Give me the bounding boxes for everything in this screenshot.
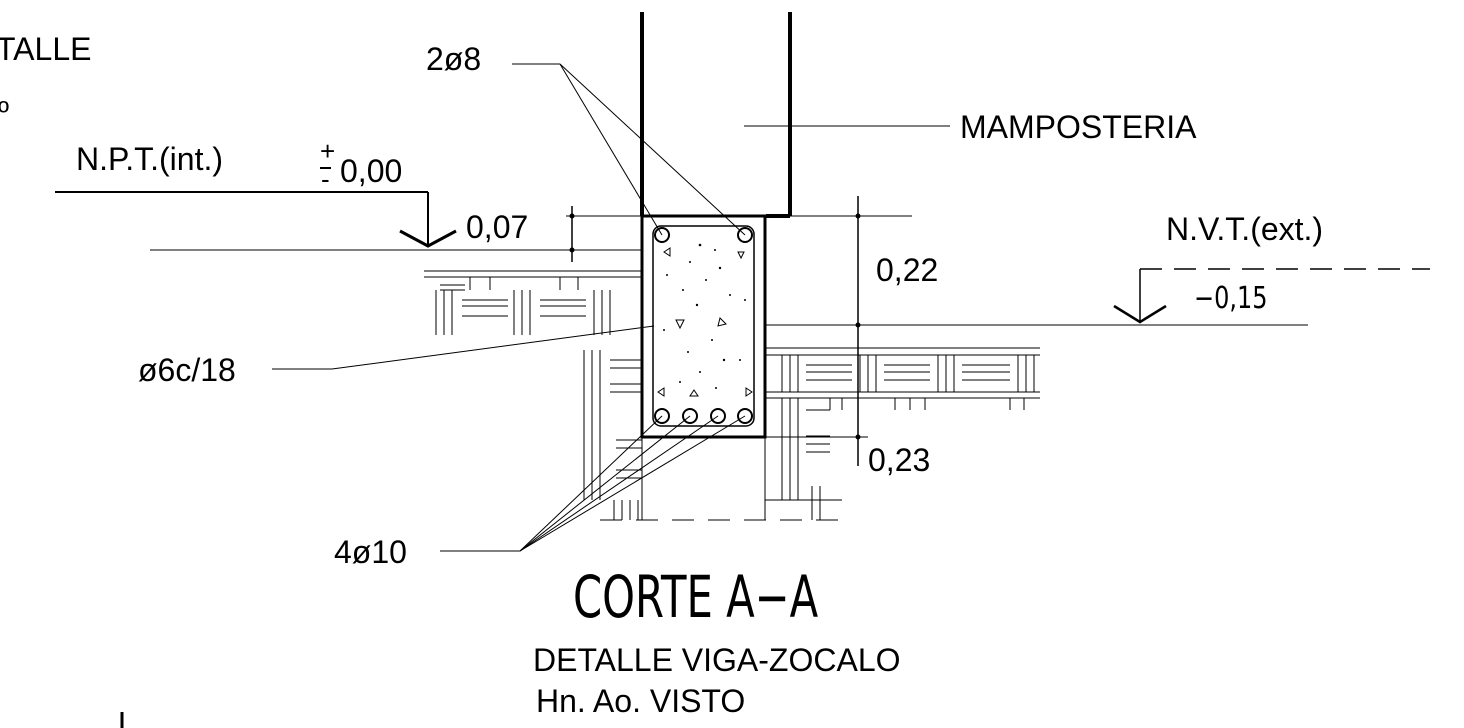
rebar-top-left xyxy=(654,227,670,243)
soil-hatch-left xyxy=(424,270,642,520)
rebar-bottom-2 xyxy=(682,408,698,424)
nvt-label: N.V.T.(ext.) xyxy=(1166,211,1323,247)
npt-plus-sign: + xyxy=(320,136,335,166)
masonry-label: MAMPOSTERIA xyxy=(960,109,1197,145)
rebar-bottom-4 xyxy=(737,408,753,424)
section-subtitle-1: DETALLE VIGA-ZOCALO xyxy=(533,642,901,678)
nvt-level-marker xyxy=(765,268,1430,326)
npt-minus-sign: - xyxy=(321,164,330,194)
rebar-bottom-label: 4ø10 xyxy=(334,534,407,570)
section-title: CORTE A−A xyxy=(573,563,819,631)
partial-detalle-text: TALLE xyxy=(0,31,91,67)
rebar-top-right xyxy=(737,227,753,243)
rebar-bottom-3 xyxy=(710,408,726,424)
dimension-007 xyxy=(566,206,642,262)
section-subtitle-2: Hn. Ao. VISTO xyxy=(536,683,745,719)
rebar-top-label: 2ø8 xyxy=(426,41,481,77)
npt-level-marker xyxy=(55,167,642,251)
partial-degree-text: º xyxy=(0,96,9,129)
dimension-007-label: 0,07 xyxy=(466,209,528,245)
soil-hatch-right xyxy=(765,347,1040,520)
dimension-023-label: 0,23 xyxy=(868,442,930,478)
nvt-value: −0,15 xyxy=(1194,281,1268,315)
npt-value: 0,00 xyxy=(340,153,402,189)
leader-lines xyxy=(272,63,950,552)
rebar-bottom-1 xyxy=(654,408,670,424)
npt-label: N.P.T.(int.) xyxy=(76,141,223,177)
masonry-wall xyxy=(640,12,792,218)
dimension-022-label: 0,22 xyxy=(876,252,938,288)
dimension-height xyxy=(765,196,912,466)
stirrups-label: ø6c/18 xyxy=(138,352,236,388)
concrete-beam xyxy=(640,214,767,439)
